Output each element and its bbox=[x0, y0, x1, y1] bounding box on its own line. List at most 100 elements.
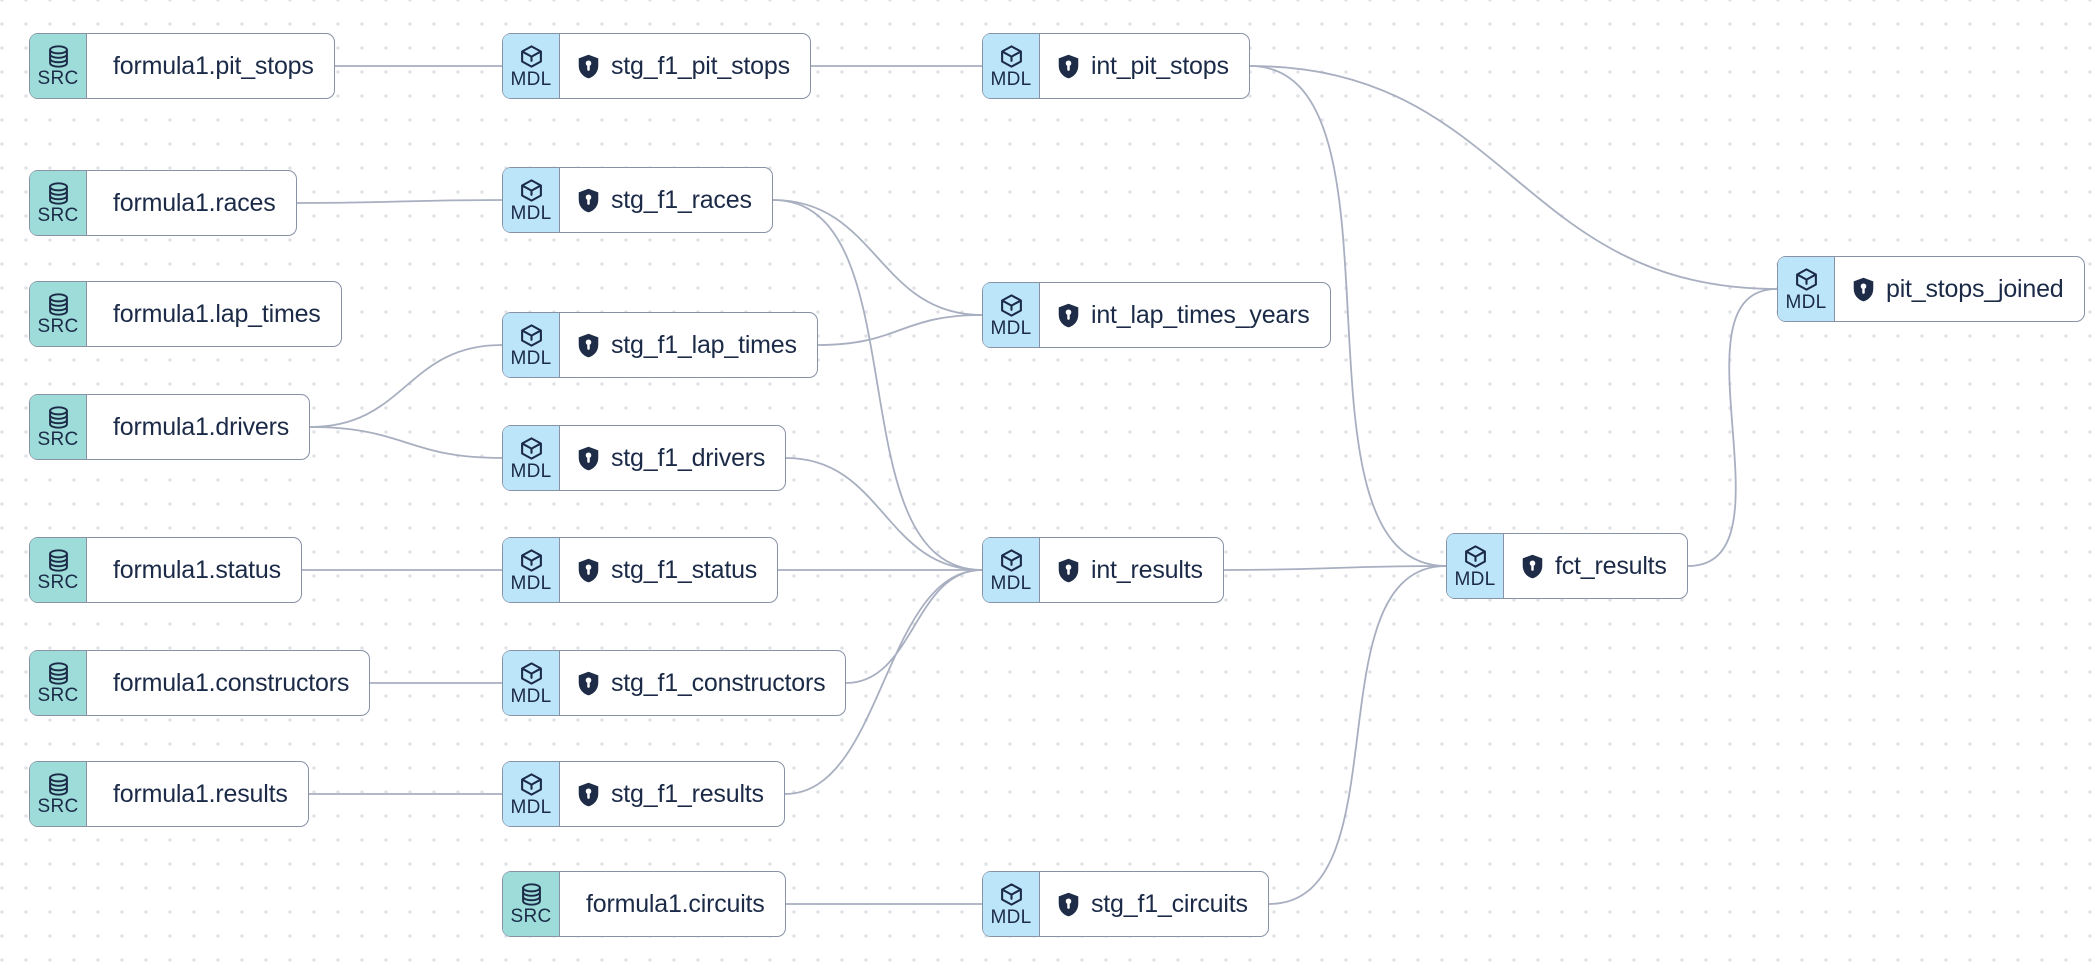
node-type-badge: MDL bbox=[983, 872, 1040, 936]
lineage-edge-src_drivers-to-stg_f1_lap_times bbox=[309, 344, 503, 428]
node-type-label: SRC bbox=[37, 795, 79, 817]
lineage-node-stg_f1_lap_times[interactable]: MDL stg_f1_lap_times bbox=[502, 312, 818, 378]
model-cube-icon bbox=[1000, 44, 1022, 68]
model-cube-icon bbox=[520, 661, 542, 685]
lineage-edge-stg_f1_drivers-to-int_results bbox=[785, 457, 983, 571]
lineage-node-stg_f1_drivers[interactable]: MDL stg_f1_drivers bbox=[502, 425, 787, 491]
database-icon bbox=[521, 882, 541, 906]
model-cube-icon bbox=[520, 548, 542, 572]
node-type-badge: MDL bbox=[503, 426, 560, 490]
node-label: stg_f1_circuits bbox=[1091, 889, 1248, 918]
node-type-label: MDL bbox=[1785, 291, 1827, 313]
lineage-edge-int_results-to-fct_results bbox=[1223, 565, 1447, 571]
node-title-area: stg_f1_circuits bbox=[1040, 872, 1268, 936]
node-type-badge: MDL bbox=[983, 34, 1040, 98]
model-cube-icon bbox=[1795, 267, 1817, 291]
node-title-area: formula1.drivers bbox=[87, 395, 309, 459]
node-label: stg_f1_constructors bbox=[611, 668, 826, 697]
lineage-edge-fct_results-to-pit_stops_joined bbox=[1687, 288, 1778, 567]
node-type-label: MDL bbox=[990, 572, 1032, 594]
node-title-area: formula1.constructors bbox=[87, 651, 369, 715]
lineage-node-int_pit_stops[interactable]: MDL int_pit_stops bbox=[982, 33, 1250, 99]
node-type-label: MDL bbox=[990, 68, 1032, 90]
node-label: pit_stops_joined bbox=[1886, 274, 2064, 303]
lineage-edge-stg_f1_constructors-to-int_results bbox=[845, 569, 983, 684]
lineage-node-src_lap_times[interactable]: SRC formula1.lap_times bbox=[29, 281, 342, 347]
shield-icon bbox=[578, 54, 599, 78]
node-title-area: stg_f1_constructors bbox=[560, 651, 845, 715]
shield-icon bbox=[1853, 277, 1874, 301]
lineage-edge-stg_f1_lap_times-to-int_lap_times_years bbox=[817, 314, 983, 346]
model-cube-icon bbox=[1464, 544, 1486, 568]
database-icon bbox=[48, 292, 68, 316]
node-label: formula1.drivers bbox=[113, 412, 290, 441]
model-cube-icon bbox=[1000, 548, 1022, 572]
node-title-area: pit_stops_joined bbox=[1835, 257, 2084, 321]
node-label: stg_f1_status bbox=[611, 555, 758, 584]
shield-icon bbox=[578, 333, 599, 357]
node-type-badge: MDL bbox=[503, 762, 560, 826]
node-type-badge: SRC bbox=[30, 171, 87, 235]
node-label: formula1.status bbox=[113, 555, 281, 584]
node-type-badge: MDL bbox=[1778, 257, 1835, 321]
node-title-area: formula1.races bbox=[87, 171, 296, 235]
node-type-badge: MDL bbox=[503, 168, 560, 232]
node-title-area: formula1.pit_stops bbox=[87, 34, 334, 98]
node-type-label: MDL bbox=[1454, 568, 1496, 590]
lineage-node-stg_f1_status[interactable]: MDL stg_f1_status bbox=[502, 537, 779, 603]
node-type-badge: MDL bbox=[503, 34, 560, 98]
node-type-label: SRC bbox=[37, 428, 79, 450]
lineage-node-int_lap_times_years[interactable]: MDL int_lap_times_years bbox=[982, 282, 1331, 348]
node-label: stg_f1_races bbox=[611, 185, 752, 214]
node-title-area: int_lap_times_years bbox=[1040, 283, 1330, 347]
node-type-badge: MDL bbox=[503, 538, 560, 602]
node-type-label: MDL bbox=[990, 906, 1032, 928]
node-type-badge: SRC bbox=[30, 395, 87, 459]
lineage-node-stg_f1_races[interactable]: MDL stg_f1_races bbox=[502, 167, 773, 233]
model-cube-icon bbox=[1000, 882, 1022, 906]
node-label: stg_f1_results bbox=[611, 779, 764, 808]
lineage-node-int_results[interactable]: MDL int_results bbox=[982, 537, 1224, 603]
lineage-edge-int_pit_stops-to-pit_stops_joined bbox=[1249, 65, 1778, 290]
shield-icon bbox=[578, 188, 599, 212]
lineage-edge-stg_f1_races-to-int_results bbox=[772, 199, 983, 571]
lineage-node-pit_stops_joined[interactable]: MDL pit_stops_joined bbox=[1777, 256, 2085, 322]
shield-icon bbox=[1058, 892, 1079, 916]
node-type-badge: MDL bbox=[983, 538, 1040, 602]
lineage-edge-stg_f1_races-to-int_lap_times_years bbox=[772, 199, 983, 316]
node-type-badge: SRC bbox=[30, 34, 87, 98]
model-cube-icon bbox=[1000, 293, 1022, 317]
shield-icon bbox=[1058, 558, 1079, 582]
lineage-node-src_pit_stops[interactable]: SRC formula1.pit_stops bbox=[29, 33, 335, 99]
lineage-node-stg_f1_results[interactable]: MDL stg_f1_results bbox=[502, 761, 785, 827]
lineage-node-src_status[interactable]: SRC formula1.status bbox=[29, 537, 302, 603]
node-title-area: int_pit_stops bbox=[1040, 34, 1249, 98]
lineage-node-fct_results[interactable]: MDL fct_results bbox=[1446, 533, 1688, 599]
node-type-badge: SRC bbox=[30, 538, 87, 602]
node-label: formula1.lap_times bbox=[113, 299, 321, 328]
node-title-area: stg_f1_drivers bbox=[560, 426, 785, 490]
shield-icon bbox=[1058, 54, 1079, 78]
node-type-badge: SRC bbox=[30, 651, 87, 715]
lineage-node-stg_f1_circuits[interactable]: MDL stg_f1_circuits bbox=[982, 871, 1269, 937]
lineage-node-src_constructors[interactable]: SRC formula1.constructors bbox=[29, 650, 371, 716]
node-type-badge: MDL bbox=[503, 651, 560, 715]
lineage-node-stg_f1_constructors[interactable]: MDL stg_f1_constructors bbox=[502, 650, 847, 716]
node-label: formula1.constructors bbox=[113, 668, 350, 697]
lineage-edge-src_drivers-to-stg_f1_drivers bbox=[309, 426, 503, 459]
node-type-badge: SRC bbox=[30, 282, 87, 346]
lineage-node-src_drivers[interactable]: SRC formula1.drivers bbox=[29, 394, 311, 460]
shield-icon bbox=[1058, 303, 1079, 327]
node-type-label: MDL bbox=[510, 460, 552, 482]
lineage-node-stg_f1_pit_stops[interactable]: MDL stg_f1_pit_stops bbox=[502, 33, 811, 99]
database-icon bbox=[48, 405, 68, 429]
node-type-label: MDL bbox=[990, 317, 1032, 339]
node-label: formula1.pit_stops bbox=[113, 51, 314, 80]
node-title-area: formula1.lap_times bbox=[87, 282, 341, 346]
node-type-label: SRC bbox=[37, 571, 79, 593]
